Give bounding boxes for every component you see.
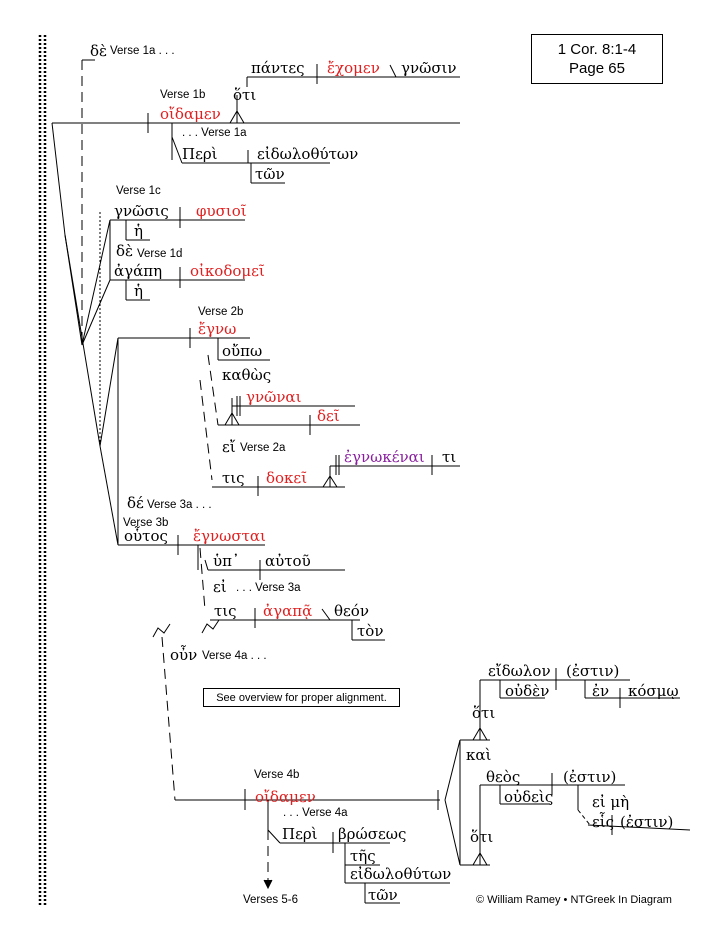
word-ton-2: τὸν (357, 622, 384, 640)
word-ouden: οὐδὲν (505, 682, 550, 700)
word-ei-me: εἰ μὴ (592, 793, 630, 811)
word-oidamen-1: οἴδαμεν (160, 105, 221, 123)
label-verse-4a: Verse 4a . . . (202, 650, 267, 662)
word-heis: εἷς (592, 813, 615, 831)
footer-credit: © William Ramey • NTGreek In Diagram (476, 894, 672, 906)
word-echomen: ἔχομεν (327, 59, 380, 77)
word-estin-3: (ἐστιν) (620, 813, 674, 831)
label-verse-1b: Verse 1b (160, 89, 206, 101)
word-hoti-1: ὅτι (233, 86, 257, 104)
word-oidamen-2: οἴδαμεν (255, 788, 316, 806)
word-gnonai: γνῶναι (246, 388, 302, 406)
alignment-note: See overview for proper alignment. (203, 688, 400, 707)
word-hoti-2: ὅτι (472, 704, 496, 722)
footer-verses-label: Verses 5-6 (243, 894, 298, 906)
label-verse-4b: Verse 4b (254, 769, 300, 781)
word-egnokenai: ἐγνωκέναι (344, 448, 425, 466)
word-tis-1: τις (222, 469, 245, 487)
word-dei: δεῖ (317, 407, 340, 425)
word-ei-1: εἴ (222, 438, 236, 456)
label-verse-1a-cont: . . . Verse 1a (182, 127, 247, 139)
word-hyp: ὑπ᾽ (213, 552, 240, 570)
word-ei-2: εἰ (213, 578, 227, 596)
word-egnostai: ἔγνωσται (193, 527, 266, 545)
page-number: Page 65 (569, 60, 625, 77)
word-kathos: καθὼς (222, 366, 272, 384)
label-verse-3b: Verse 3b (123, 517, 169, 529)
word-agape: ἀγάπη (114, 262, 163, 280)
word-oikodomei: οἰκοδομεῖ (190, 262, 265, 280)
label-verse-2b: Verse 2b (198, 306, 244, 318)
label-verse-4a-cont: . . . Verse 4a (283, 807, 348, 819)
word-hoti-3: ὅτι (470, 828, 494, 846)
word-he-1: ἡ (134, 222, 143, 240)
word-estin-2: (ἐστιν) (563, 768, 617, 786)
label-verse-3a: Verse 3a . . . (147, 499, 212, 511)
word-estin-1: (ἐστιν) (566, 662, 620, 680)
word-theon: θεόν (334, 602, 369, 620)
word-broseos: βρώσεως (338, 825, 407, 843)
word-de-1: δὲ (90, 42, 108, 60)
word-eidolothyton-2: εἰδωλοθύτων (350, 865, 452, 883)
word-theos: θεὸς (486, 768, 521, 786)
word-kosmo: κόσμῳ (628, 682, 679, 700)
word-pantes: πάντες (251, 59, 305, 77)
word-dokei: δοκεῖ (266, 469, 308, 487)
reference-text: 1 Cor. 8:1-4 (557, 41, 637, 58)
word-tis-2: τις (214, 602, 237, 620)
word-eidolothyton-1: εἰδωλοθύτων (257, 145, 359, 163)
word-agapa: ἀγαπᾷ (263, 602, 313, 620)
word-de-3: δέ (127, 494, 144, 512)
word-de-2: δὲ (116, 242, 134, 260)
word-oudeis: οὐδεὶς (504, 788, 554, 806)
word-eidolon: εἴδωλον (488, 662, 551, 680)
label-verse-2a: Verse 2a (240, 442, 286, 454)
word-peri-1: Περὶ (182, 145, 218, 163)
word-oun: οὖν (170, 646, 198, 664)
word-gnosis: γνῶσις (114, 202, 169, 220)
word-ton-1: τῶν (255, 165, 285, 183)
word-oupo: οὔπω (222, 342, 263, 360)
label-verse-1d: Verse 1d (137, 248, 183, 260)
word-peri-2: Περὶ (282, 825, 318, 843)
word-autou: αὐτοῦ (265, 552, 311, 570)
word-en: ἐν (592, 682, 610, 700)
word-he-2: ἡ (134, 282, 143, 300)
word-ti: τι (442, 448, 457, 466)
reference-box: 1 Cor. 8:1-4 Page 65 (531, 34, 663, 84)
word-ton-3: τῶν (368, 886, 398, 904)
label-verse-3a-cont: . . . Verse 3a (236, 582, 301, 594)
label-verse-1c: Verse 1c (116, 185, 161, 197)
word-physioi: φυσιοῖ (196, 202, 247, 220)
label-verse-1a: Verse 1a . . . (110, 45, 175, 57)
word-houtos: οὗτος (124, 527, 168, 545)
word-kai: καὶ (466, 746, 492, 764)
word-tes: τῆς (350, 847, 376, 865)
word-gnosin: γνῶσιν (401, 59, 457, 77)
word-egno: ἔγνω (198, 320, 237, 338)
